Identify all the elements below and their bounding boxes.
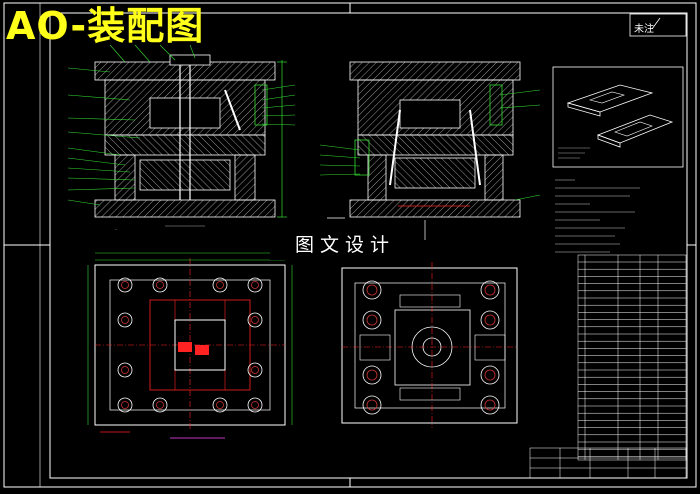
bolt-hole-inner: [366, 399, 378, 411]
fixed-half-plan-view: [341, 262, 518, 428]
side-section-view: [327, 61, 521, 240]
bolt-hole: [480, 395, 500, 415]
bolt-hole-inner: [156, 281, 164, 289]
drawing-frame: [3, 2, 697, 488]
bolt-hole-inner: [121, 401, 129, 409]
bolt-hole: [247, 277, 263, 293]
bolt-hole-inner: [216, 281, 224, 289]
bolt-hole: [362, 395, 382, 415]
bolt-hole-inner: [484, 399, 496, 411]
bolt-hole: [362, 310, 382, 330]
bolt-hole: [117, 397, 133, 413]
bolt-hole: [480, 280, 500, 300]
title-block: [529, 447, 687, 479]
bolt-hole: [480, 365, 500, 385]
watermark-text: 图文设计: [270, 230, 420, 260]
bolt-hole-inner: [484, 369, 496, 381]
bolt-hole: [117, 277, 133, 293]
bolt-hole: [362, 365, 382, 385]
bolt-hole: [212, 397, 228, 413]
technical-notes: [555, 179, 640, 253]
bolt-hole-inner: [251, 316, 259, 324]
bolt-hole: [362, 280, 382, 300]
svg-text:_: _: [114, 225, 118, 230]
front-leader-lines: [67, 44, 296, 206]
bolt-hole-inner: [251, 401, 259, 409]
bolt-hole: [117, 362, 133, 378]
drawing-title: AO-装配图: [6, 4, 205, 48]
bolt-hole-inner: [484, 314, 496, 326]
bolt-hole: [247, 312, 263, 328]
bolt-hole: [152, 277, 168, 293]
bolt-hole: [117, 312, 133, 328]
product-isometric-view: [552, 66, 684, 168]
moving-half-plan-view: [87, 252, 293, 439]
bolt-hole-inner: [251, 281, 259, 289]
bolt-hole: [480, 310, 500, 330]
bolt-hole-inner: [251, 366, 259, 374]
bolt-hole: [152, 397, 168, 413]
roughness-box: [629, 13, 687, 37]
bolt-hole-inner: [216, 401, 224, 409]
bolt-hole-inner: [366, 314, 378, 326]
bolt-hole-inner: [121, 281, 129, 289]
side-leader-lines: [319, 89, 541, 201]
bolt-hole-inner: [366, 284, 378, 296]
bolt-hole-inner: [121, 316, 129, 324]
bolt-hole-inner: [121, 366, 129, 374]
roughness-note: 未注: [634, 24, 654, 35]
bolt-hole-inner: [156, 401, 164, 409]
parts-list-table: [577, 254, 687, 461]
front-section-view: _: [94, 54, 287, 230]
bolt-hole-inner: [484, 284, 496, 296]
bolt-hole-inner: [366, 369, 378, 381]
bolt-hole: [212, 277, 228, 293]
bolt-hole: [247, 362, 263, 378]
bolt-hole: [247, 397, 263, 413]
